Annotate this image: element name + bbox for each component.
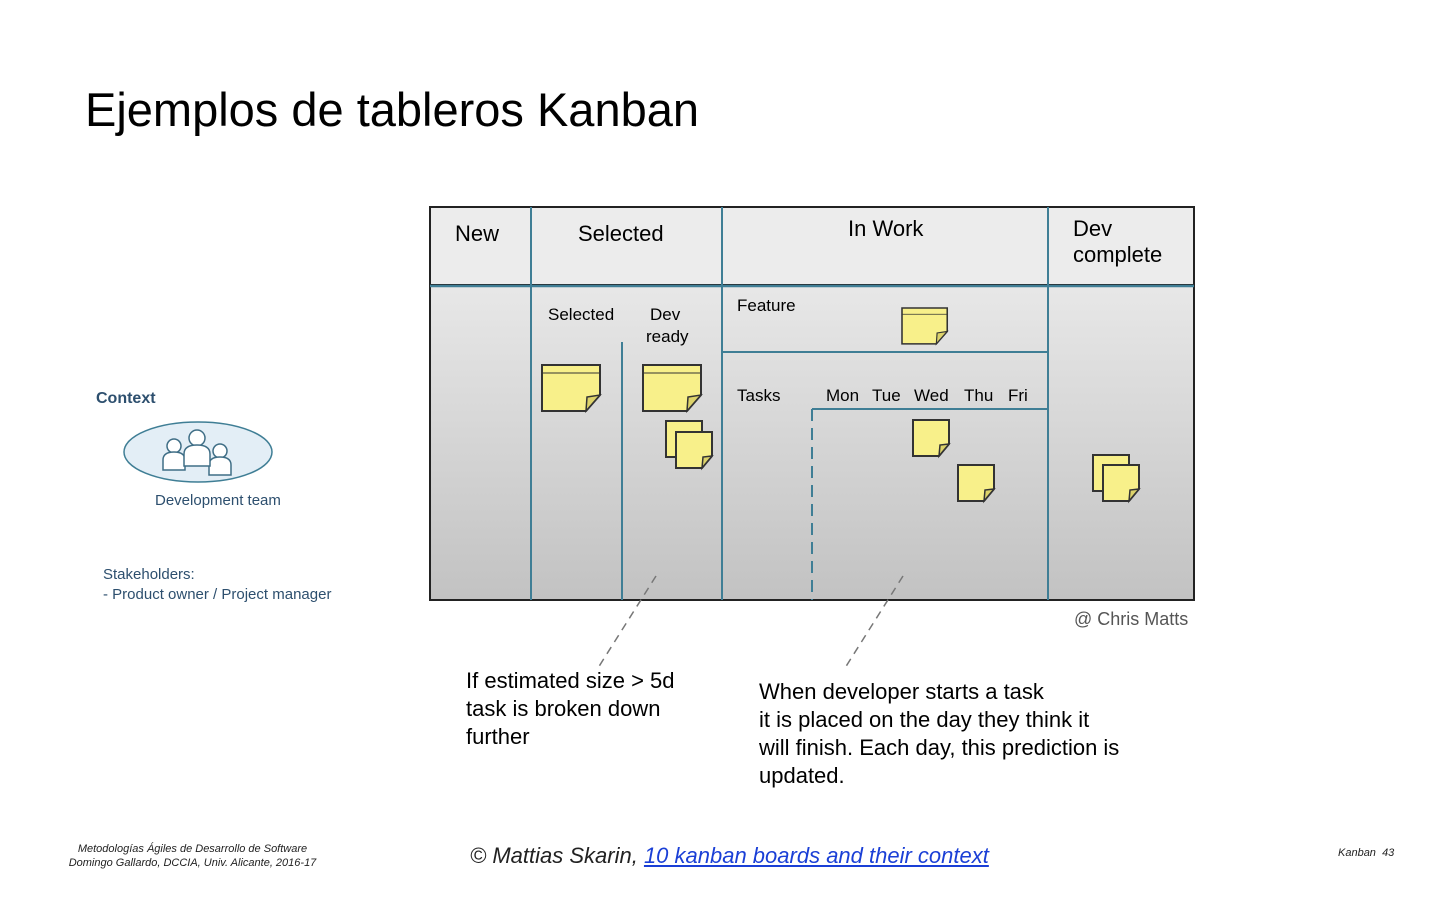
note-right-line-2: it is placed on the day they think it [759,707,1089,732]
source-link[interactable]: 10 kanban boards and their context [643,843,989,868]
board-credit: @ Chris Matts [1074,609,1189,629]
sticky-note [541,364,601,412]
page-number: 43 [1382,847,1395,859]
slide-title: Ejemplos de tableros Kanban [85,83,700,136]
context-label: Context [96,390,156,407]
section-label: Kanban [1338,847,1376,859]
course-line-1: Metodologías Ágiles de Desarrollo de Sof… [77,843,308,855]
note-left-line-2: task is broken down [466,696,660,721]
column-dev-complete-label: Dev [1073,216,1112,241]
sticky-note [957,464,995,502]
day-tue-label: Tue [872,386,901,405]
column-new-label: New [455,221,499,246]
note-left-line-3: further [466,724,530,749]
sticky-note [675,431,713,469]
source-prefix: © Mattias Skarin, [470,843,644,868]
stakeholders-item: - Product owner / Project manager [103,586,332,603]
note-right-line-1: When developer starts a task [759,679,1045,704]
course-info: Metodologías Ágiles de Desarrollo de Sof… [55,842,330,870]
sticky-note [912,419,950,457]
stakeholders-title: Stakeholders: [103,566,195,583]
subcolumn-selected-label: Selected [548,305,614,324]
row-feature-label: Feature [737,296,796,315]
column-dev-complete-label-2: complete [1073,242,1162,267]
note-right-line-4: updated. [759,763,845,788]
source-citation: © Mattias Skarin, 10 kanban boards and t… [470,843,989,869]
sticky-note [642,364,702,412]
subcolumn-dev-ready-label-2: ready [646,327,689,346]
course-line-2: Domingo Gallardo, DCCIA, Univ. Alicante,… [68,857,317,869]
team-label: Development team [155,492,281,509]
day-wed-label: Wed [914,386,949,405]
day-mon-label: Mon [826,386,859,405]
subcolumn-dev-ready-label: Dev [650,305,681,324]
day-fri-label: Fri [1008,386,1028,405]
team-icon [123,421,273,483]
day-thu-label: Thu [964,386,993,405]
note-left-line-1: If estimated size > 5d [466,668,675,693]
sticky-note [1102,464,1140,502]
page-info: Kanban 43 [1338,847,1394,859]
note-right-line-3: will finish. Each day, this prediction i… [758,735,1119,760]
sticky-note [901,307,949,345]
column-selected-label: Selected [578,221,664,246]
row-tasks-label: Tasks [737,386,780,405]
column-in-work-label: In Work [848,216,924,241]
